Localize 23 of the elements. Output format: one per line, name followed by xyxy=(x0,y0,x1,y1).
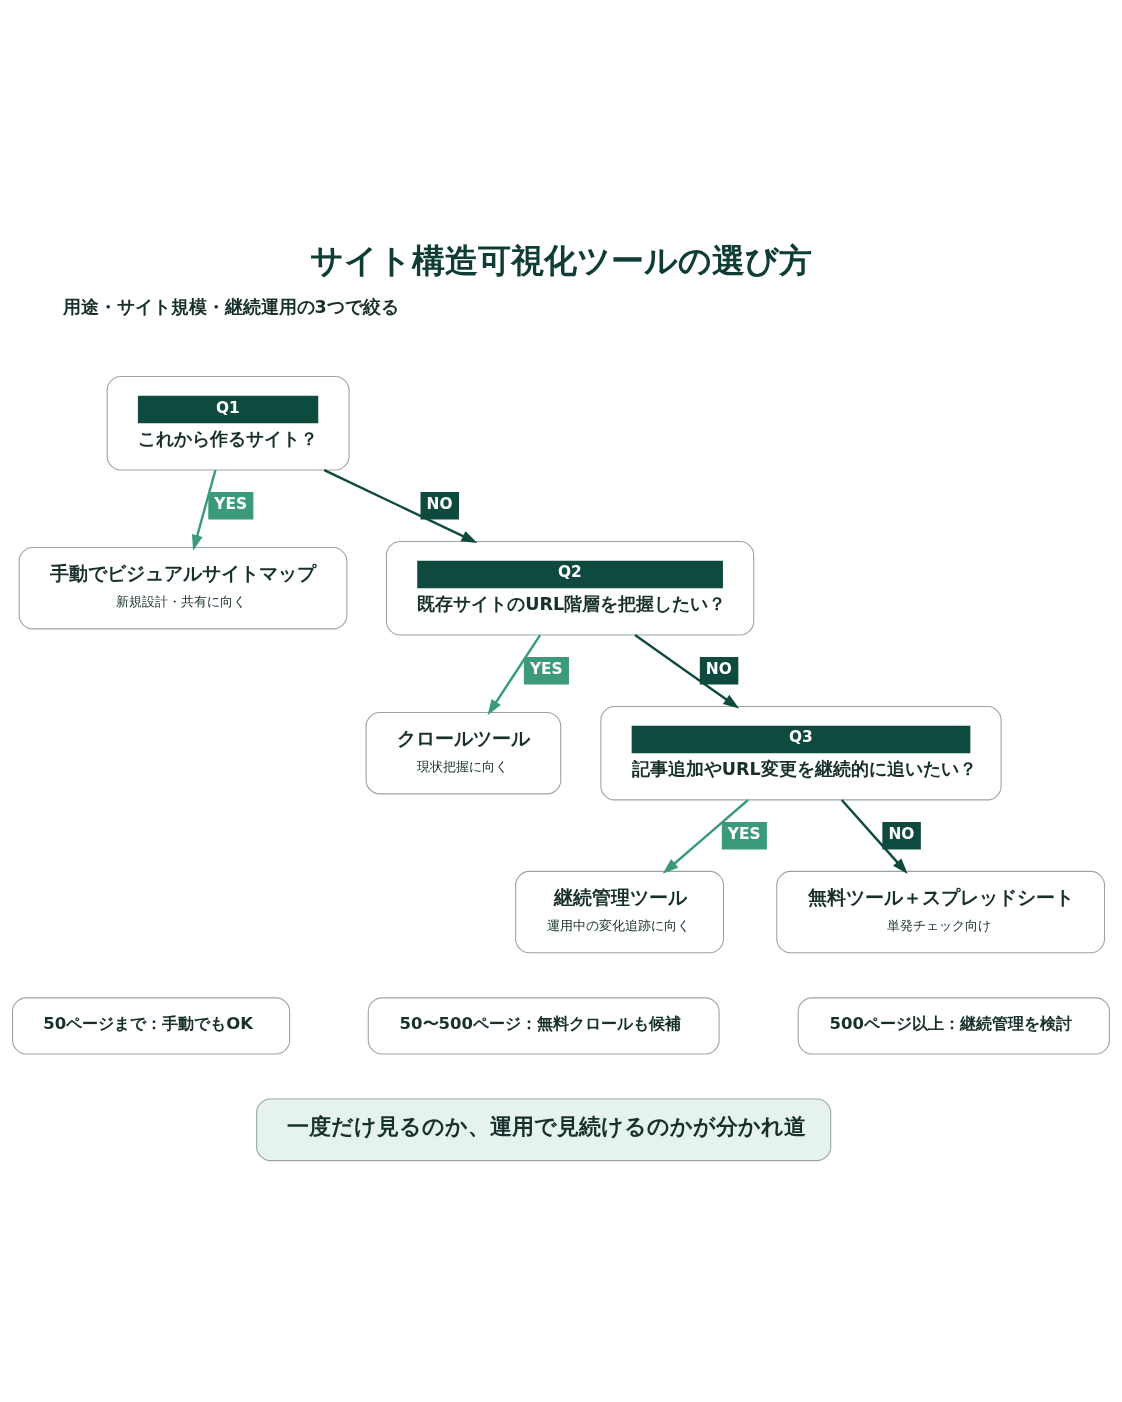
diagram-title: サイト構造可視化ツールの選び方 xyxy=(310,240,813,280)
node-box: Q1 これから作るサイト？ xyxy=(106,375,350,471)
edge-label: NO xyxy=(705,659,732,678)
node-box: 継続管理ツール 運用中の変化追跡に向く xyxy=(515,870,724,953)
node-box: Q2 既存サイトのURL階層を把握したい？ xyxy=(385,540,755,635)
node-box: 500ページ以上：継続管理を検討 xyxy=(797,996,1110,1054)
label: 用途・サイト規模・継続運用の3つで絞る xyxy=(62,296,399,317)
edge-label: YES xyxy=(214,494,248,513)
node-box: クロールツール 現状把握に向く xyxy=(365,711,562,794)
arrow xyxy=(191,469,217,551)
node-box: 50〜500ページ：無料クロールも候補 xyxy=(367,996,720,1054)
edge-label: NO xyxy=(426,494,453,513)
node-box: Q3 記事追加やURL変更を継続的に追いたい？ xyxy=(600,705,1002,800)
node-box: 無料ツール＋スプレッドシート 単発チェック向け xyxy=(776,870,1106,953)
arrow xyxy=(323,468,478,543)
arrow xyxy=(487,633,542,715)
edge-label: YES xyxy=(529,659,563,678)
arrow xyxy=(840,798,908,874)
node-box: 50ページまで：手動でもOK xyxy=(12,996,291,1054)
node-box: 手動でビジュアルサイトマップ 新規設計・共有に向く xyxy=(18,546,348,629)
edge-label: YES xyxy=(727,824,761,843)
edge-label: NO xyxy=(888,824,915,843)
node-box: 一度だけ見るのか、運用で見続けるのかが分かれ道 xyxy=(256,1097,832,1161)
